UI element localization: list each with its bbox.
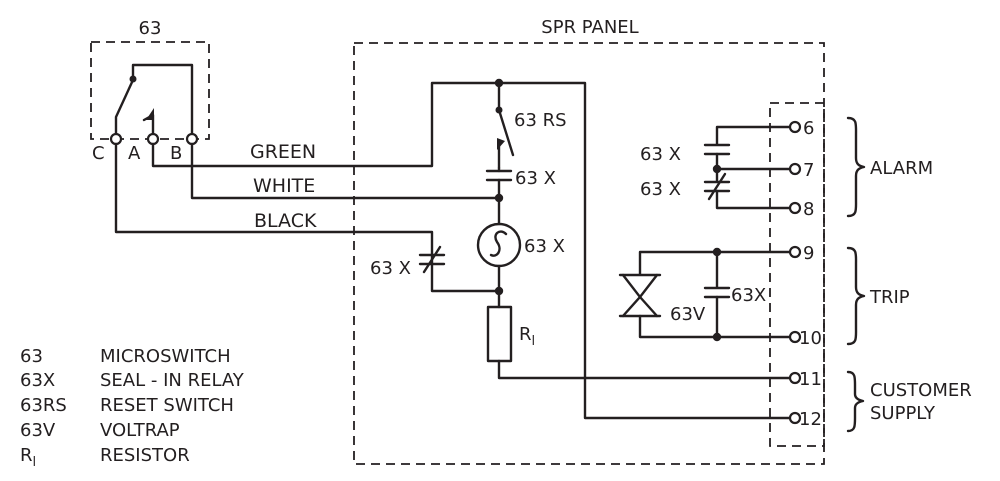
- trip-brace: [846, 246, 866, 346]
- spr-panel-label: SPR PANEL: [541, 17, 638, 38]
- customer-supply-brace: [846, 370, 865, 433]
- alarm-nc-label: 63 X: [640, 179, 681, 200]
- legend-code: 63V: [20, 420, 56, 441]
- svg-text:8: 8: [803, 199, 814, 220]
- microswitch-63: C A B: [92, 63, 199, 164]
- green-wire: [151, 81, 792, 420]
- terminal-a-label: A: [128, 143, 141, 164]
- legend-desc: VOLTRAP: [100, 420, 180, 441]
- legend-desc: RESET SWITCH: [100, 395, 234, 416]
- relay-coil-label: 63 X: [524, 236, 565, 257]
- terminal-c-label: C: [92, 143, 105, 164]
- alarm-circuit: [703, 125, 792, 210]
- microswitch-box-label: 63: [139, 18, 162, 39]
- resistor-label: Rl: [519, 324, 535, 349]
- alarm-brace: [846, 116, 866, 218]
- legend-desc: RESISTOR: [100, 445, 190, 466]
- green-wire-label: GREEN: [250, 141, 316, 163]
- terminal-9: 9: [788, 243, 814, 264]
- legend-desc: SEAL - IN RELAY: [100, 370, 245, 391]
- legend-code: 63RS: [20, 395, 67, 416]
- legend: 63 MICROSWITCH 63X SEAL - IN RELAY 63RS …: [20, 346, 245, 470]
- resistor-rl: [486, 305, 513, 363]
- svg-text:12: 12: [799, 409, 822, 430]
- svg-text:7: 7: [803, 160, 814, 181]
- terminal-7: 7: [788, 160, 814, 181]
- svg-text:6: 6: [803, 118, 814, 139]
- alarm-group-label: ALARM: [870, 158, 933, 179]
- alarm-no-label: 63 X: [640, 144, 681, 165]
- black-wire: [114, 142, 501, 293]
- supply-wire-11: [497, 359, 792, 380]
- microswitch-terminal-a: [146, 132, 160, 146]
- svg-text:11: 11: [799, 369, 822, 390]
- legend-code: 63X: [20, 370, 55, 391]
- terminal-10: 10: [788, 328, 822, 349]
- black-wire-label: BLACK: [254, 210, 317, 232]
- terminal-8: 8: [788, 199, 814, 220]
- trip-group-label: TRIP: [869, 287, 910, 308]
- legend-desc: MICROSWITCH: [100, 346, 231, 367]
- seal-contact-label: 63 X: [515, 168, 556, 189]
- nc-contact-63x: [418, 245, 446, 274]
- svg-text:9: 9: [803, 243, 814, 264]
- terminal-11: 11: [788, 369, 822, 390]
- legend-code: 63: [20, 346, 43, 367]
- white-wire-label: WHITE: [253, 175, 315, 197]
- trip-circuit: [618, 247, 792, 342]
- spr-panel-box: [353, 42, 825, 465]
- reset-switch-label: 63 RS: [514, 110, 567, 131]
- terminal-6: 6: [788, 118, 814, 139]
- reset-switch-63rs: [497, 108, 515, 157]
- coil-s-icon: [489, 230, 508, 257]
- terminal-12: 12: [788, 409, 822, 430]
- customer-group-label-2: SUPPLY: [870, 403, 936, 424]
- legend-code: Rl: [20, 445, 36, 470]
- svg-text:10: 10: [799, 328, 822, 349]
- customer-group-label-1: CUSTOMER: [870, 380, 972, 401]
- microswitch-terminal-b: [185, 132, 199, 146]
- voltrap-label: 63V: [670, 304, 706, 325]
- nc-contact-label: 63 X: [370, 258, 411, 279]
- trip-contact-label: 63X: [731, 285, 766, 306]
- white-wire: [190, 142, 501, 200]
- terminal-b-label: B: [170, 143, 182, 164]
- microswitch-terminal-c: [109, 132, 123, 146]
- terminal-block-box: [769, 102, 825, 447]
